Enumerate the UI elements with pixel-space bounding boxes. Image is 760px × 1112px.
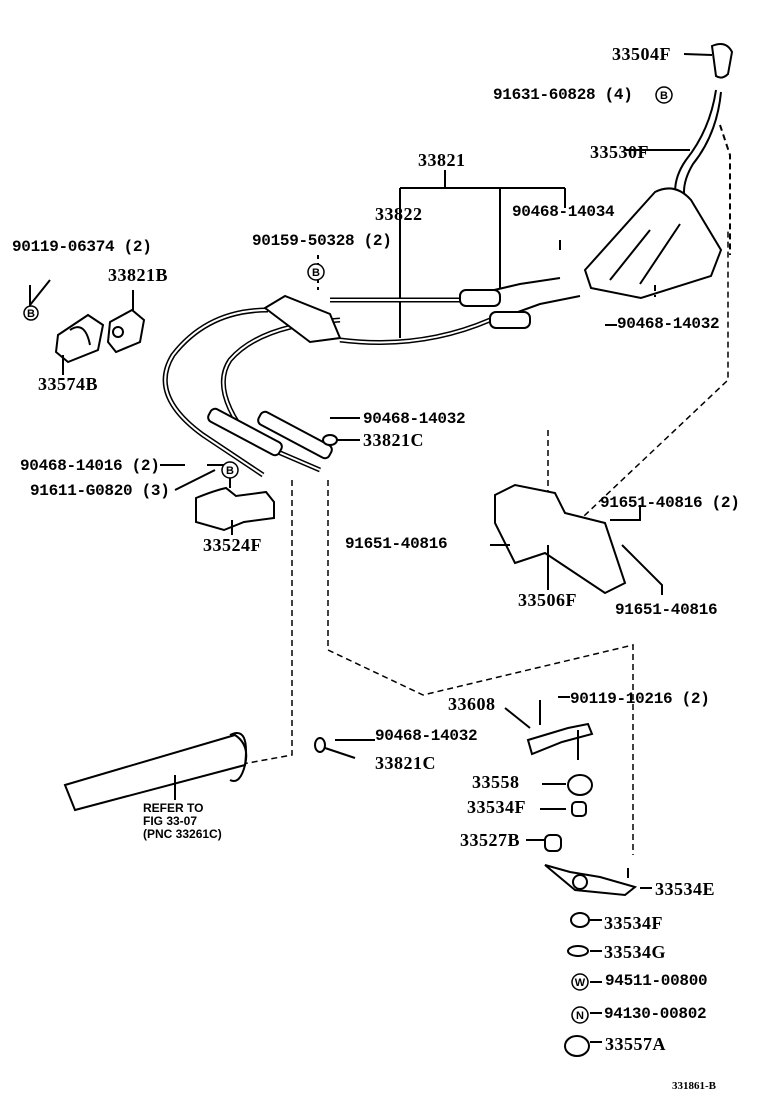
part-label-91651-40816: 91651-40816: [615, 601, 718, 619]
part-label-91651-40816-2: 91651-40816 (2): [600, 494, 740, 512]
reference-note: REFER TO FIG 33-07 (PNC 33261C): [143, 802, 222, 841]
cable-cover-plate: [54, 313, 105, 364]
part-label-33506F: 33506F: [518, 590, 577, 610]
part-label-33821: 33821: [418, 150, 466, 170]
reference-line: FIG 33-07: [143, 814, 198, 828]
svg-text:W: W: [575, 977, 586, 989]
part-label-90468-14032: 90468-14032: [617, 315, 720, 333]
part-label-91651-40816: 91651-40816: [345, 535, 448, 553]
bolt-symbol-icon: B: [221, 461, 239, 479]
part-label-90468-14032: 90468-14032: [375, 727, 478, 745]
part-label-33524F: 33524F: [203, 535, 262, 555]
part-label-33557A: 33557A: [605, 1034, 666, 1054]
figure-code: 331861-B: [672, 1080, 716, 1092]
svg-text:B: B: [660, 90, 668, 102]
part-label-33530F: 33530F: [590, 142, 649, 162]
cable-bracket: [263, 294, 342, 344]
part-label-90159-50328: 90159-50328 (2): [252, 232, 392, 250]
part-label-33504F: 33504F: [612, 44, 671, 64]
part-label-90468-14032: 90468-14032: [363, 410, 466, 428]
select-lever: [526, 722, 594, 756]
part-label-91611-G0820: 91611-G0820 (3): [30, 482, 170, 500]
shift-lever-housing: [583, 187, 723, 300]
part-label-33534F: 33534F: [467, 797, 526, 817]
part-label-33558: 33558: [472, 772, 520, 792]
part-label-33608: 33608: [448, 694, 496, 714]
part-label-33821C: 33821C: [375, 753, 436, 773]
svg-text:B: B: [27, 308, 35, 320]
part-label-90468-14016: 90468-14016 (2): [20, 457, 160, 475]
bolt-symbol-icon: B: [307, 263, 325, 281]
part-label-94130-00802: 94130-00802: [604, 1005, 707, 1023]
bolt-symbol-icon: B: [23, 305, 39, 321]
part-label-90468-14034: 90468-14034: [512, 203, 615, 221]
part-label-90119-06374: 90119-06374 (2): [12, 238, 152, 256]
bolt-symbol-icon: B: [655, 86, 673, 104]
shift-lever-bracket: [494, 483, 627, 595]
part-label-33574B: 33574B: [38, 374, 99, 394]
part-label-91631-60828: 91631-60828 (4): [493, 86, 633, 104]
svg-text:B: B: [226, 465, 234, 477]
part-label-90119-10216: 90119-10216 (2): [570, 690, 710, 708]
svg-text:B: B: [312, 267, 320, 279]
reference-line: REFER TO: [143, 801, 204, 815]
part-label-33822: 33822: [375, 204, 423, 224]
washer-symbol-icon: W: [571, 973, 589, 991]
reference-line: (PNC 33261C): [143, 827, 222, 841]
shift-knob: [710, 43, 734, 79]
part-label-94511-00800: 94511-00800: [605, 972, 708, 990]
shift-lever: [674, 89, 722, 201]
part-label-33821C: 33821C: [363, 430, 424, 450]
part-label-33527B: 33527B: [460, 830, 521, 850]
part-label-33534G: 33534G: [604, 942, 667, 962]
svg-text:N: N: [576, 1010, 584, 1022]
control-lever: [544, 864, 638, 897]
part-label-33534E: 33534E: [655, 879, 716, 899]
part-label-33821B: 33821B: [108, 265, 169, 285]
part-label-33534F: 33534F: [604, 913, 663, 933]
cable-retainer: [195, 486, 275, 532]
nut-symbol-icon: N: [571, 1006, 589, 1024]
